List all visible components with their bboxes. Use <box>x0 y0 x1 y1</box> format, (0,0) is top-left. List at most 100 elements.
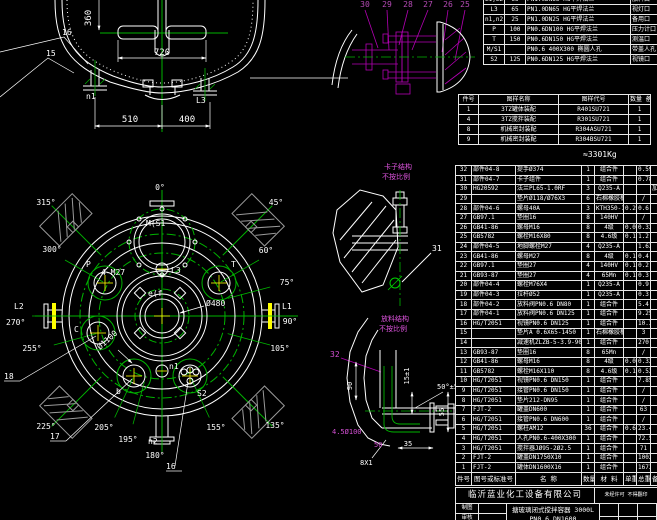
ref-name: 机械密封装配 <box>478 124 559 135</box>
bom-item-name: 视镜PN0.6 DN125 <box>515 318 582 330</box>
bom-item-total-weight: 0.4 <box>636 251 651 262</box>
bom-item-total-weight: 0.2 <box>636 260 651 272</box>
bom-item-no: 9 <box>455 385 472 397</box>
bom-item-material: 组合件 <box>594 385 624 397</box>
bom-item-qty: 1 <box>581 289 595 301</box>
angle-75: 75° <box>280 278 294 287</box>
manhole-label-30: 30 <box>360 0 370 9</box>
bom-item-material: 140HV <box>594 212 624 224</box>
bom-item-code: HG20592 <box>471 184 516 195</box>
dia-480: Ø480 <box>206 298 225 308</box>
angle-0: 0° <box>155 183 165 192</box>
bom-item-no: 14 <box>455 337 472 349</box>
section-nozzle-n1-label: n1 <box>86 92 96 101</box>
nozzle-table-row: T 150 PN0.6DN150 HG平焊法兰 测温口 <box>483 34 657 45</box>
bom-item-unit-weight: 0.1 <box>623 366 637 378</box>
bom-item-remark <box>650 366 657 378</box>
bom-item-remark <box>650 165 657 176</box>
bom-item-qty: 36 <box>581 424 595 435</box>
bom-item-remark <box>650 280 657 291</box>
manhole-label-25: 25 <box>460 0 470 9</box>
bom-item-name: 卡子组件 <box>515 174 582 186</box>
ref-qty: 1 <box>628 114 651 125</box>
clamp-caption-1: 卡子结构 <box>384 162 412 171</box>
nozzle-label-l3: L3 <box>171 266 181 275</box>
center-label: e(f <box>148 289 163 298</box>
bom-item-code: 部件04-6 <box>471 203 516 214</box>
bom-row: 12 GB41-86 螺母M16 8 4级 0.04 0.32 <box>455 356 657 368</box>
nozzle-symbol: n1,n2 <box>483 14 505 25</box>
nozzle-label-t: T <box>231 260 236 269</box>
bom-item-unit-weight <box>623 328 637 339</box>
bom-item-remark <box>650 452 657 464</box>
bom-item-qty: 3 <box>581 184 595 195</box>
bom-header-name: 名 称 <box>515 472 582 486</box>
drain-caption-1: 放料结构 <box>381 314 409 323</box>
bom-item-material: 4级 <box>594 356 624 368</box>
bom-item-no: 10 <box>455 376 472 387</box>
bom-row: 22 GB97.1 垫圈27 4 140HV 0.1 0.2 <box>455 260 657 272</box>
bom-item-qty: 1 <box>581 280 595 291</box>
bom-item-name: 垫片Ø118/Ø76X3 <box>515 193 582 205</box>
bom-item-no: 28 <box>455 203 472 214</box>
bom-row: 4 HG/T2051 人孔PN0.6-400X300 1 组合件 72.5 <box>455 433 657 445</box>
bom-item-name: 接管PN0.6 DN150 <box>515 385 582 397</box>
bom-item-material: 组合件 <box>594 174 624 186</box>
bom-item-code: FJT-2 <box>471 462 516 473</box>
nozzle-standard: PN0.6 400X300 椭圆人孔 <box>525 44 631 55</box>
bom-item-material: 组合件 <box>594 452 624 464</box>
angle-180: 180° <box>145 451 164 460</box>
clamp-detail-view: 卡子结构 不按比例 31 <box>332 162 442 306</box>
bom-item-code: FJT-2 <box>471 404 516 416</box>
nozzle-use: 视灯口 <box>630 4 657 15</box>
bom-item-name: 接管PN0.6 DN600 <box>515 414 582 426</box>
bom-header-total-weight: 总重 <box>636 472 651 486</box>
bom-item-unit-weight: 0.1 <box>623 270 637 282</box>
nozzle-use: 带盖人孔 <box>630 44 657 55</box>
ref-table-row: 8 机械密封装配 R304ASU721 1 <box>458 124 651 135</box>
bom-item-qty: 1 <box>581 385 595 397</box>
dim-360: 360 <box>84 10 94 26</box>
nozzle-standard: PN1.0DN65 HG平焊法兰 <box>525 4 631 15</box>
bom-item-total-weight: / <box>636 395 651 406</box>
bom-item-unit-weight <box>623 337 637 349</box>
bom-item-code: HG/T2051 <box>471 433 516 445</box>
bom-item-code: 部件04-2 <box>471 299 516 310</box>
bom-item-remark <box>650 395 657 406</box>
section-leader-15: 15 <box>46 49 56 58</box>
bom-item-name: 螺栓M16X110 <box>515 366 582 378</box>
bom-item-no: 2 <box>455 452 472 464</box>
bom-row: 16 HG/T2051 视镜PN0.6 DN125 1 组合件 10.3 <box>455 318 657 330</box>
bom-item-unit-weight <box>623 404 637 416</box>
bom-item-code <box>471 193 516 205</box>
bom-row: 18 部件04-2 放料阀PN0.6 DN80 1 组合件 5.4 <box>455 299 657 310</box>
bom-item-unit-weight <box>623 395 637 406</box>
bom-item-no: 22 <box>455 260 472 272</box>
bom-item-qty: 1 <box>581 299 595 310</box>
bom-item-unit-weight <box>623 280 637 291</box>
bom-item-material: 组合件 <box>594 376 624 387</box>
total-weight-note: ≈3301Kg <box>583 150 617 159</box>
bom-item-remark <box>650 443 657 454</box>
bom-item-no: 17 <box>455 308 472 320</box>
angle-155: 155° <box>206 423 225 432</box>
bom-item-code: FJT-2 <box>471 452 516 464</box>
bom-item-code: GB97.1 <box>471 260 516 272</box>
bom-item-code <box>471 328 516 339</box>
bom-item-material: 组合件 <box>594 165 624 176</box>
bom-item-name: 人孔PN0.6-400X300 <box>515 433 582 445</box>
bom-item-remark <box>650 376 657 387</box>
bom-item-no: 31 <box>455 174 472 186</box>
bom-item-remark <box>650 203 657 214</box>
bom-header-remark: 备注 <box>650 472 657 486</box>
ref-no: 9 <box>458 134 479 145</box>
bom-item-unit-weight: 0.65 <box>623 424 637 435</box>
nozzle-label-l2: L2 <box>14 302 24 311</box>
bom-item-unit-weight <box>623 443 637 454</box>
drain-dim-8x1: 8X1 <box>360 459 373 467</box>
nozzle-table-row: M/S1 PN0.6 400X300 椭圆人孔 带盖人孔 <box>483 44 657 55</box>
title-block-grid <box>600 504 657 520</box>
bom-item-remark <box>650 174 657 186</box>
leader-16: 16 <box>166 462 176 471</box>
bom-header-no: 件号 <box>455 472 472 486</box>
